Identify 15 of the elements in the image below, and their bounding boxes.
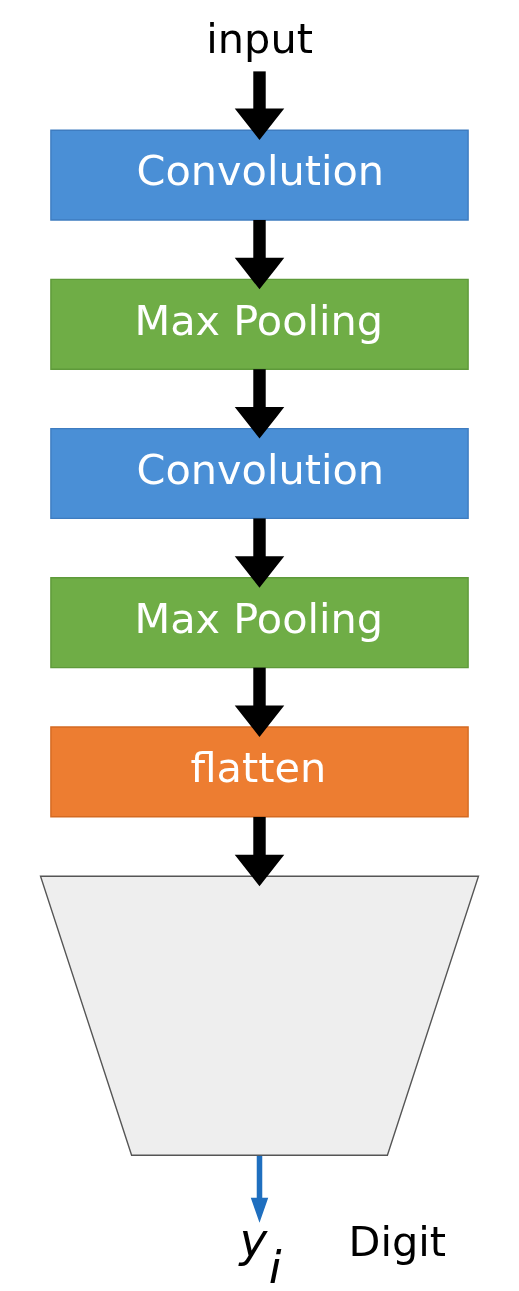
label: Digit [348, 1218, 447, 1267]
arrow [234, 71, 285, 140]
node-box: Max Pooling [50, 577, 469, 669]
node-box: Max Pooling [50, 278, 469, 370]
node-text: input [206, 14, 313, 63]
node-box: Convolution [50, 427, 469, 520]
node-box: Convolution [50, 129, 469, 221]
arrow [234, 816, 285, 887]
arrow [234, 518, 285, 588]
arrow [250, 1155, 269, 1223]
node-box: flatten [50, 726, 469, 818]
picture [39, 875, 480, 1156]
arrow [234, 220, 285, 290]
arrow [234, 369, 285, 439]
arrow [234, 667, 285, 737]
